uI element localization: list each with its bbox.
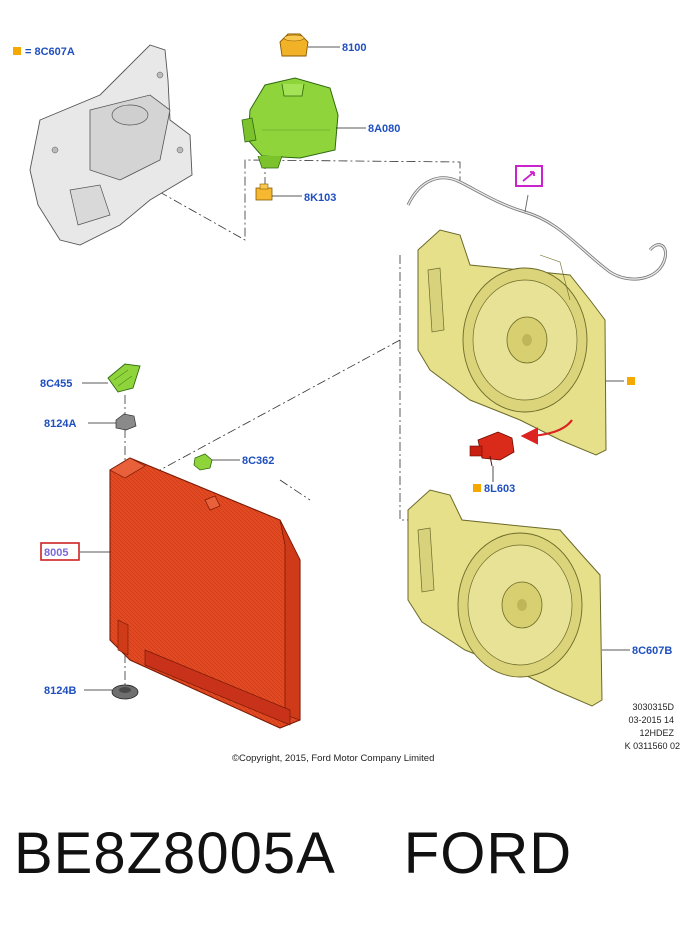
copyright: ©Copyright, 2015, Ford Motor Company Lim… [232, 753, 434, 764]
footer-caption: BE8Z8005A FORD [14, 820, 572, 887]
callout-8100[interactable]: 8100 [342, 42, 366, 54]
parts-diagram: = 8C607A 8100 8A080 8K103 [13, 33, 680, 764]
drain-plug [193, 453, 213, 471]
callout-8A080[interactable]: 8A080 [368, 123, 400, 135]
callout-shroud-marker[interactable] [627, 377, 635, 385]
fan-connector [469, 431, 515, 467]
legend-text: = 8C607A [25, 46, 75, 58]
callout-8C607B[interactable]: 8C607B [632, 645, 672, 657]
callout-8L603[interactable]: 8L603 [484, 483, 515, 495]
footer-brand: FORD [403, 821, 573, 886]
callout-8005-box[interactable] [40, 542, 80, 561]
drawing-meta-line-4: K 0311560 02 [625, 741, 680, 751]
legend: = 8C607A [13, 46, 75, 58]
callout-8C455[interactable]: 8C455 [40, 378, 72, 390]
radiator [109, 457, 301, 729]
drawing-meta-line-3: 12HDEZ [639, 728, 674, 738]
level-sensor [255, 183, 273, 201]
callout-8L603-marker [473, 484, 481, 492]
fan-shroud-upper [417, 229, 607, 456]
air-deflector [107, 363, 141, 393]
callout-8124A[interactable]: 8124A [44, 418, 76, 430]
legend-marker [13, 47, 21, 55]
drawing-meta-line-1: 3030315D [632, 702, 674, 712]
mounting-bracket [29, 44, 193, 246]
callout-8005[interactable]: 8005 [44, 547, 68, 559]
wiring-harness [406, 165, 668, 281]
connector-arrow [520, 419, 573, 445]
drawing-meta: 3030315D 03-2015 14 12HDEZ K 0311560 02 [625, 702, 680, 751]
footer-part-number: BE8Z8005A [14, 821, 336, 886]
upper-insulator [115, 413, 137, 431]
callout-8K103[interactable]: 8K103 [304, 192, 336, 204]
reservoir-cap [279, 33, 309, 57]
wiring-callout-box[interactable] [515, 165, 543, 187]
fan-shroud-lower [407, 489, 603, 707]
callout-8124B[interactable]: 8124B [44, 685, 76, 697]
coolant-reservoir [241, 77, 339, 169]
drawing-meta-line-2: 03-2015 14 [628, 715, 674, 725]
lower-insulator [111, 684, 139, 700]
callout-8C362[interactable]: 8C362 [242, 455, 274, 467]
